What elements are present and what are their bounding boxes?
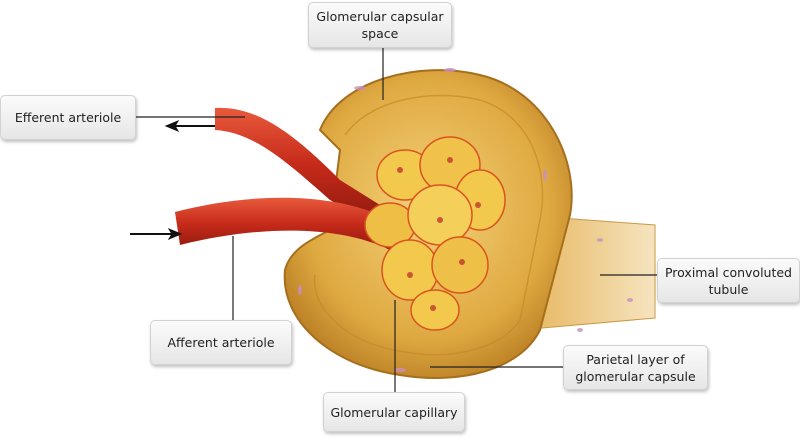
label-glomerular-capillary: Glomerular capillary [323, 392, 465, 432]
inflow-arrow-head [167, 227, 183, 241]
label-parietal-layer: Parietal layer of glomerular capsule [563, 345, 708, 390]
glomerulus [364, 136, 506, 331]
label-afferent-arteriole: Afferent arteriole [150, 320, 292, 365]
label-proximal-convoluted-tubule: Proximal convoluted tubule [657, 258, 800, 303]
label-glomerular-capsular-space: Glomerular capsular space [308, 2, 452, 48]
label-efferent-arteriole: Efferent arteriole [0, 95, 136, 140]
outflow-arrow-head [164, 119, 180, 133]
efferent-arteriole-vessel [215, 107, 380, 222]
afferent-arteriole-vessel [175, 197, 400, 250]
